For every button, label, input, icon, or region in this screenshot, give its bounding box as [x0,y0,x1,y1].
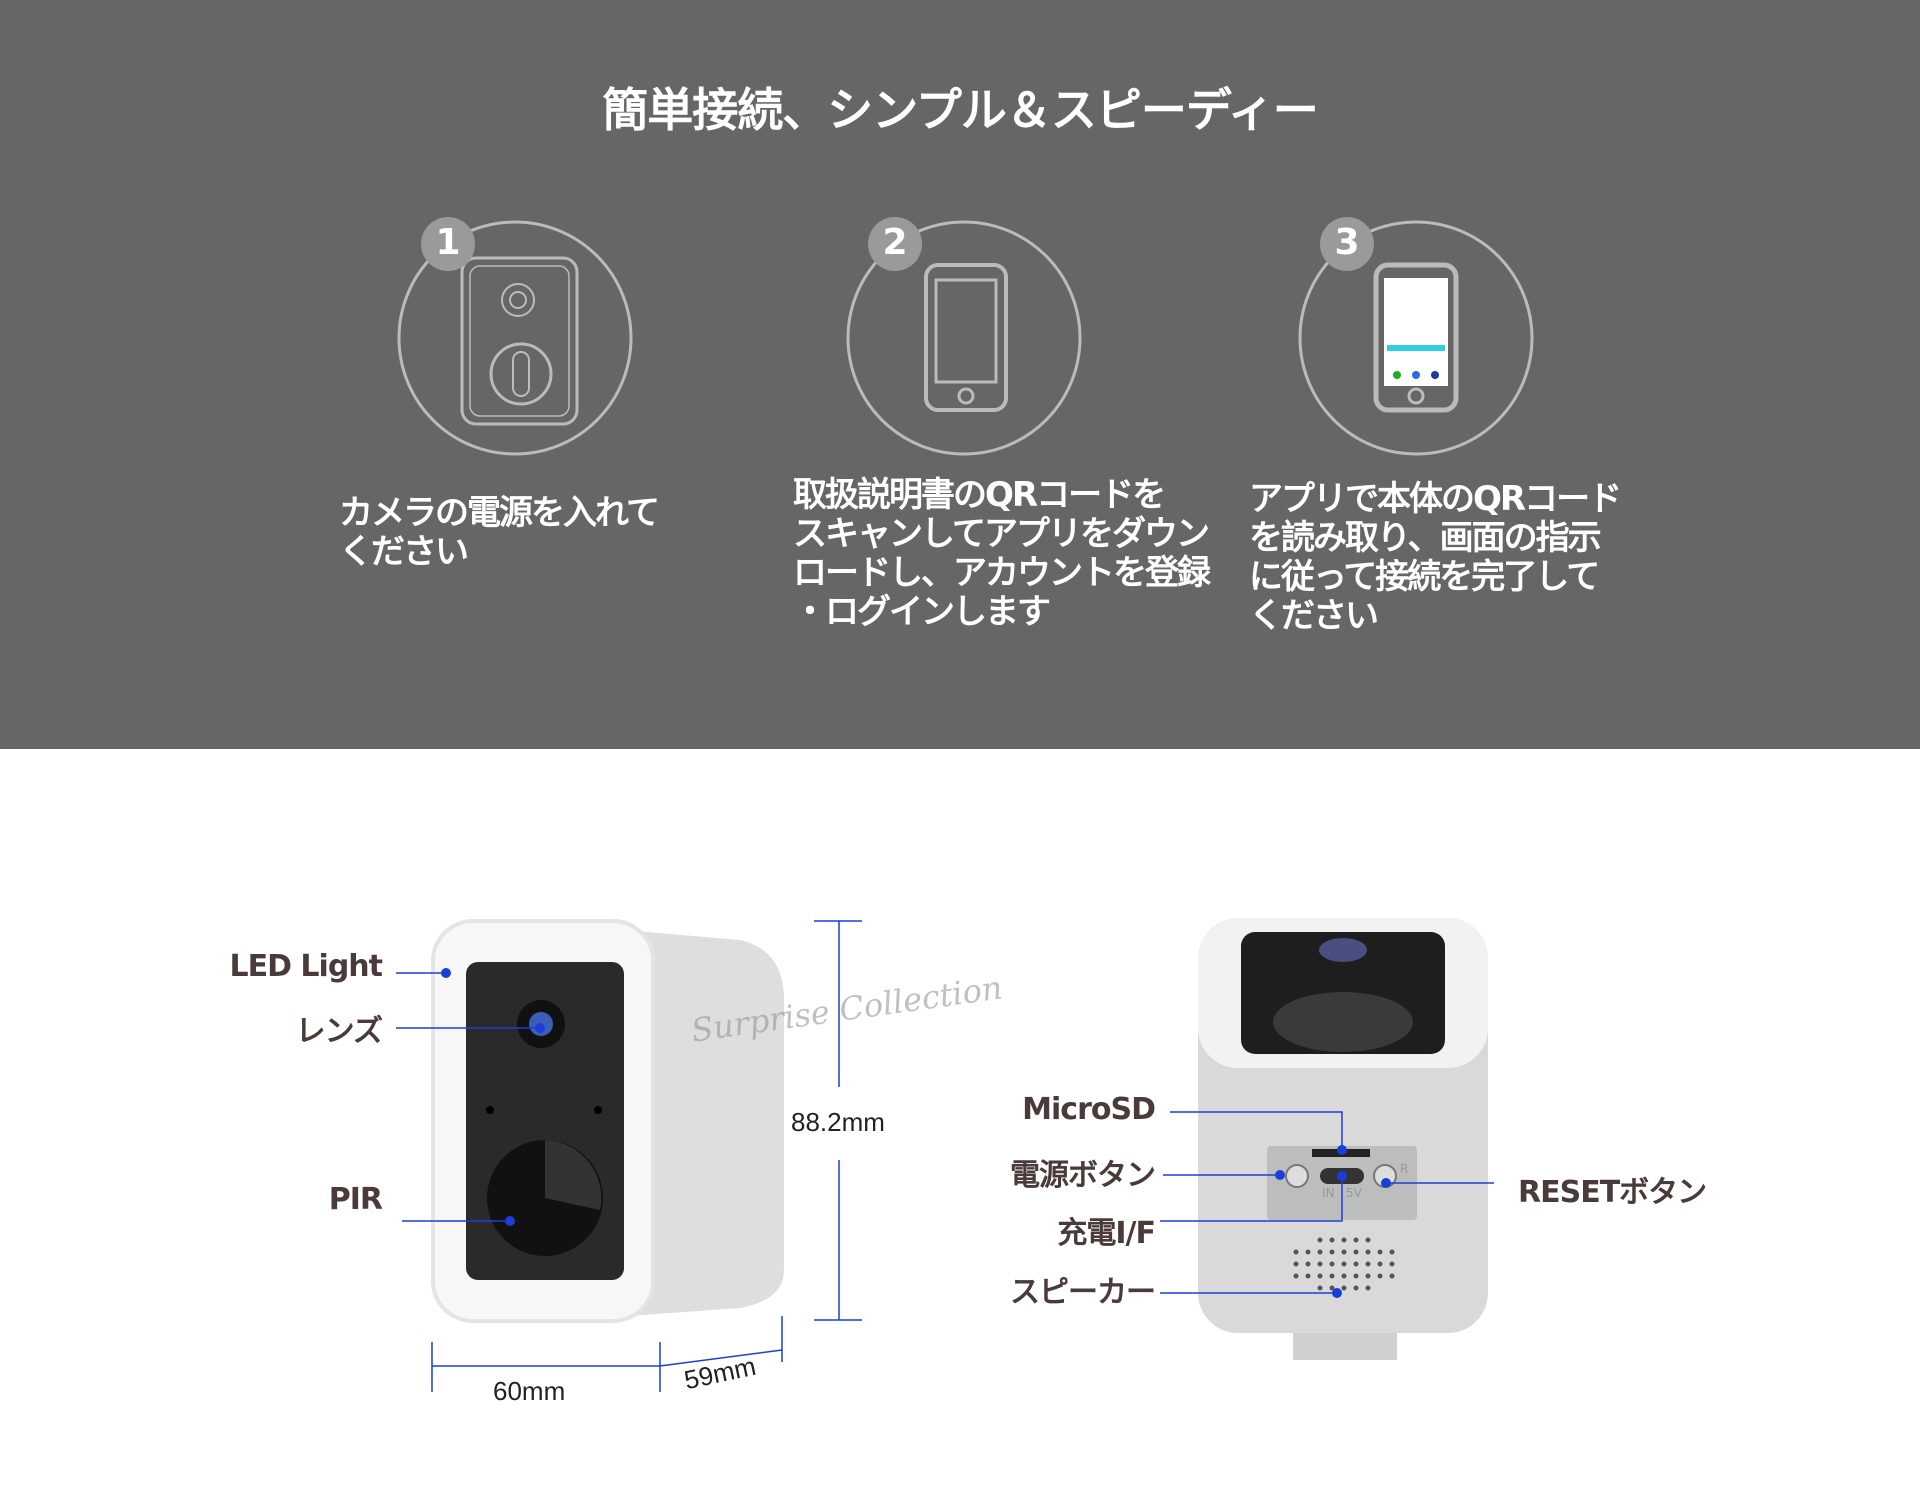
top-band [0,0,1920,749]
label-reset-button: RESETボタン [1518,1175,1707,1210]
step-3-number: 3 [1334,222,1360,263]
step-2-number: 2 [882,222,908,263]
step-2-smartphone-icon [846,220,1082,456]
step-3-text: アプリで本体のQRコード を読み取り、画面の指示 に従って接続を完了して くださ… [1249,479,1622,636]
label-power-button: 電源ボタン [1010,1158,1156,1193]
leader-dots [441,968,1391,1298]
step-3-smartphone-app-icon [1298,220,1534,456]
step-badges [421,217,1374,271]
port-in-text: IN [1322,1186,1335,1200]
badge-1 [421,217,475,271]
page-title: 簡単接続、シンプル＆スピーディー [602,83,1318,137]
port-r-text: R [1400,1162,1409,1176]
label-pir: PIR [328,1182,383,1217]
label-speaker: スピーカー [1010,1275,1156,1310]
step-1-text: カメラの電源を入れて ください [339,493,660,572]
step-1-camera-icon [397,220,633,456]
label-charge-port: 充電I/F [1057,1216,1156,1251]
label-lens: レンズ [295,1014,383,1049]
dim-width: 60mm [493,1376,566,1406]
badge-2 [868,217,922,271]
dim-height: 88.2mm [791,1107,885,1137]
front-camera-image [431,919,784,1323]
badge-3 [1320,217,1374,271]
product-illustrations [396,918,1494,1392]
step-icons [397,217,1534,456]
step-1-number: 1 [435,222,461,263]
leader-lines [396,920,1494,1392]
label-led-light: LED Light [229,949,383,984]
step-2-text: 取扱説明書のQRコードを スキャンしてアプリをダウン ロードし、アカウントを登録… [793,475,1211,632]
speaker-grille [1293,1237,1395,1291]
port-5v-text: 5V [1346,1186,1362,1200]
label-microsd: MicroSD [1022,1092,1156,1127]
back-camera-image [1198,918,1488,1360]
